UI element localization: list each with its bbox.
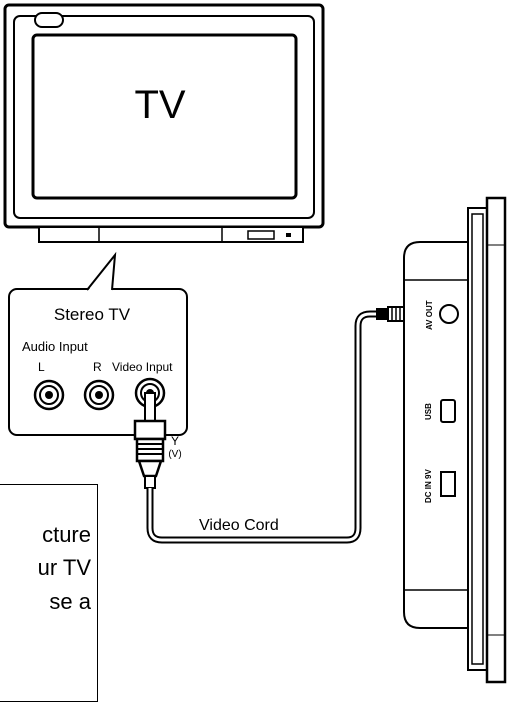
tv-screen <box>31 33 298 200</box>
video-plug: Y (V) <box>133 392 182 489</box>
callout-title: Stereo TV <box>54 305 131 324</box>
stereo-tv-callout: Stereo TV Audio Input L R Video Input <box>8 251 188 436</box>
plug-v-label: (V) <box>168 449 181 460</box>
video-cord-label: Video Cord <box>199 517 279 534</box>
dc-in-port <box>440 471 456 497</box>
device-front-panel <box>485 196 507 684</box>
av-out-jack <box>439 304 459 324</box>
tv-label: TV <box>134 83 185 127</box>
plug-y-label: Y <box>171 434 179 448</box>
audio-right-jack <box>83 379 115 411</box>
video-cord: Video Cord <box>146 310 378 544</box>
av-out-label: AV OUT <box>425 300 434 330</box>
dc-in-label: DC IN 9V <box>424 469 433 503</box>
audio-input-label: Audio Input <box>22 339 88 354</box>
usb-label: USB <box>424 403 433 420</box>
note-line-2: ur TV <box>37 555 91 580</box>
audio-left-jack <box>33 379 65 411</box>
video-input-label: Video Input <box>112 360 173 374</box>
tv-stand-switch <box>247 230 275 240</box>
tv-stand <box>38 226 304 243</box>
device-side-view: AV OUT USB DC IN 9V <box>403 196 507 684</box>
usb-port <box>440 399 456 423</box>
tv-power-indicator <box>34 12 64 28</box>
note-line-1: cture <box>42 522 91 547</box>
right-channel-label: R <box>93 360 102 374</box>
left-channel-label: L <box>38 360 45 374</box>
tv-illustration: TV <box>3 3 325 243</box>
instruction-note-box: cture ur TV se a <box>0 484 98 702</box>
device-body <box>403 241 469 629</box>
note-line-3: se a <box>49 589 91 614</box>
